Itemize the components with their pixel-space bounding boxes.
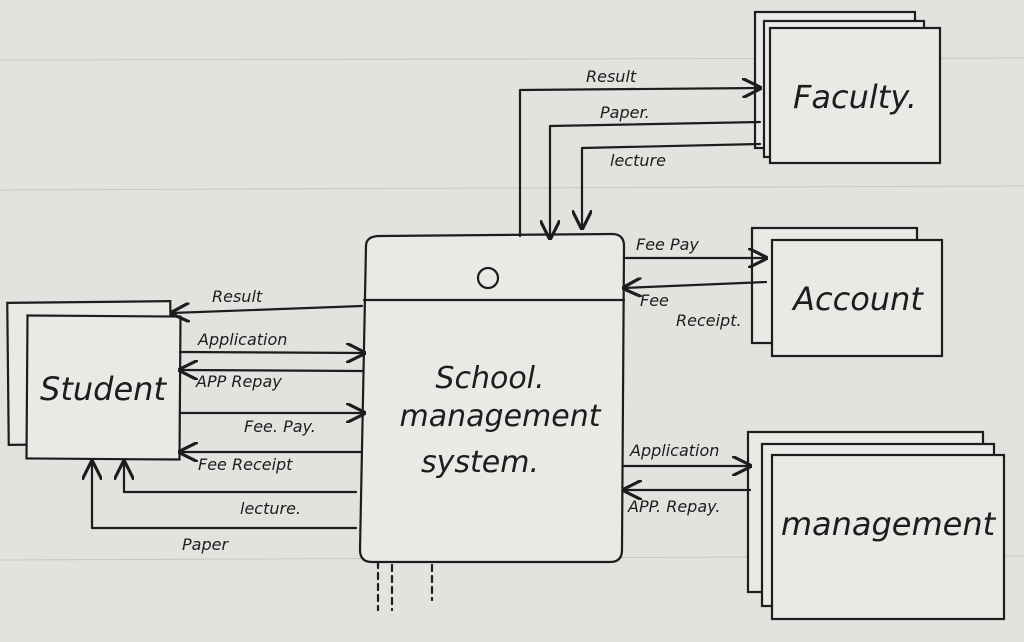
- student-flows: Result Application APP Repay Fee. Pay. F…: [92, 287, 364, 554]
- faculty-label: Faculty.: [793, 78, 917, 116]
- management-label: management: [781, 505, 997, 543]
- flow-account-fee-receipt-label-1: Fee: [640, 291, 669, 310]
- account-label: Account: [791, 280, 924, 318]
- flow-student-result-label: Result: [212, 287, 263, 306]
- process-name-line-1: School.: [435, 361, 544, 396]
- account-flows: Fee Pay Fee Receipt.: [624, 235, 766, 330]
- flow-management-application-label: Application: [629, 441, 719, 460]
- flow-student-paper-label: Paper: [182, 535, 229, 554]
- flow-faculty-paper-label: Paper.: [600, 103, 650, 122]
- flow-student-app-reply-label: APP Repay: [195, 372, 282, 391]
- student-label: Student: [40, 370, 167, 408]
- flow-student-result-arrow: [172, 306, 364, 313]
- process-name-line-2: management: [400, 399, 602, 434]
- flow-student-app-reply-arrow: [180, 370, 364, 371]
- flow-faculty-lecture-arrow: [582, 142, 762, 228]
- flow-student-application-arrow: [178, 352, 364, 353]
- flow-faculty-paper-arrow: [550, 120, 762, 238]
- management-flows: Application APP. Repay.: [624, 441, 750, 516]
- flow-account-fee-pay-label: Fee Pay: [636, 235, 699, 254]
- management-entity: management: [746, 430, 1006, 621]
- flow-faculty-lecture-label: lecture: [610, 151, 666, 170]
- flow-account-fee-receipt-label-2: Receipt.: [676, 311, 742, 330]
- flow-faculty-result-arrow: [518, 88, 760, 238]
- account-entity: Account: [750, 226, 944, 358]
- flow-faculty-result-label: Result: [586, 67, 637, 86]
- flow-student-paper-arrow: [92, 462, 358, 530]
- process-name-line-3: system.: [421, 445, 539, 480]
- student-entity: Student: [6, 300, 182, 461]
- flow-student-application-label: Application: [197, 330, 287, 349]
- flow-management-app-reply-label: APP. Repay.: [627, 497, 720, 516]
- flow-student-fee-receipt-label: Fee Receipt: [198, 455, 293, 474]
- flow-account-fee-receipt-arrow: [624, 282, 768, 288]
- faculty-flows: Result Paper. lecture: [518, 67, 762, 238]
- flow-student-lecture-arrow: [124, 462, 358, 494]
- flow-student-fee-pay-label: Fee. Pay.: [244, 417, 316, 436]
- process-id-circle: [476, 266, 500, 290]
- process-box: School. management system.: [358, 232, 626, 612]
- flow-student-lecture-label: lecture.: [240, 499, 301, 518]
- faculty-entity: Faculty.: [753, 10, 942, 165]
